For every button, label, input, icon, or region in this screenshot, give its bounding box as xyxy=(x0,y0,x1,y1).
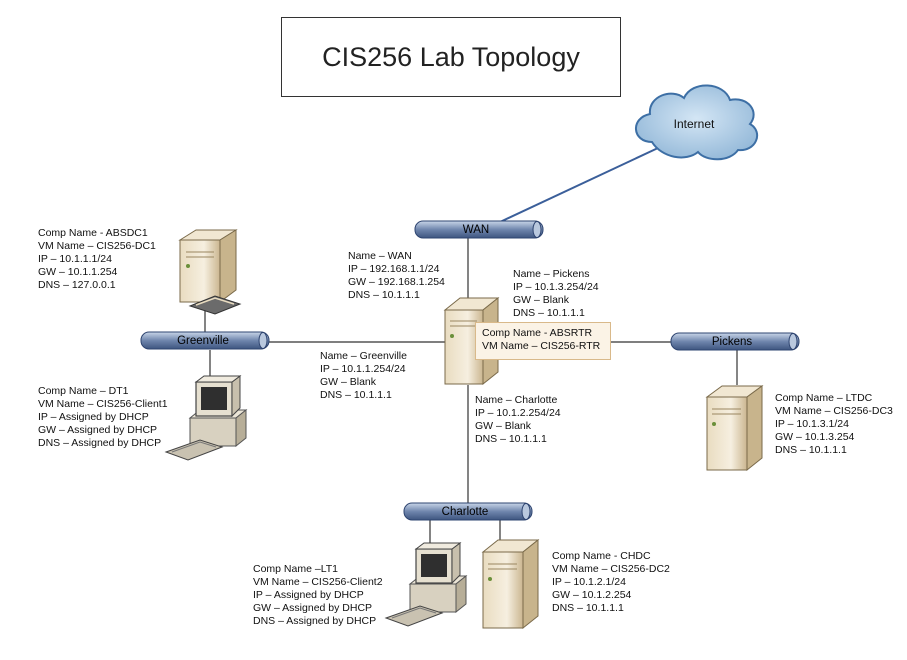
dt1-gw: GW – Assigned by DHCP xyxy=(38,424,158,436)
pickens-interface-info: Name – Pickens IP – 10.1.3.254/24 GW – B… xyxy=(513,268,599,320)
absdc1-server-icon xyxy=(178,229,242,315)
lt1-info: Comp Name –LT1 VM Name – CIS256-Client2 … xyxy=(253,563,383,628)
dt1-desktop-icon xyxy=(164,375,248,461)
ltdc-vm-name: VM Name – CIS256-DC3 xyxy=(775,405,893,417)
ltdc-info: Comp Name – LTDC VM Name – CIS256-DC3 IP… xyxy=(775,392,893,457)
connection-lines xyxy=(204,238,738,548)
charlotte-if-gw: GW – Blank xyxy=(475,420,532,432)
ltdc-server-icon xyxy=(705,385,764,472)
lt1-dns: DNS – Assigned by DHCP xyxy=(253,615,377,627)
pickens-if-name: Name – Pickens xyxy=(513,268,590,280)
dt1-vm-name: VM Name – CIS256-Client1 xyxy=(38,398,168,410)
router-label-box: Comp Name - ABSRTR VM Name – CIS256-RTR xyxy=(475,322,611,360)
lt1-gw: GW – Assigned by DHCP xyxy=(253,602,373,614)
chdc-info: Comp Name - CHDC VM Name – CIS256-DC2 IP… xyxy=(552,550,670,615)
internet-cloud-icon xyxy=(635,84,759,161)
greenville-bus-label: Greenville xyxy=(177,335,229,347)
chdc-dns: DNS – 10.1.1.1 xyxy=(552,602,624,614)
internet-label: Internet xyxy=(674,117,715,131)
wan-bus: WAN xyxy=(414,220,544,239)
charlotte-if-ip: IP – 10.1.2.254/24 xyxy=(475,407,561,419)
router-vm-name: VM Name – CIS256-RTR xyxy=(482,340,601,352)
lt1-vm-name: VM Name – CIS256-Client2 xyxy=(253,576,383,588)
ltdc-comp-name: Comp Name – LTDC xyxy=(775,392,873,404)
dt1-ip: IP – Assigned by DHCP xyxy=(38,411,149,423)
absdc1-info: Comp Name - ABSDC1 VM Name – CIS256-DC1 … xyxy=(38,227,156,292)
wan-if-name: Name – WAN xyxy=(348,250,412,262)
pickens-if-ip: IP – 10.1.3.254/24 xyxy=(513,281,599,293)
title-box: CIS256 Lab Topology xyxy=(281,17,621,97)
dt1-comp-name: Comp Name – DT1 xyxy=(38,385,129,397)
chdc-comp-name: Comp Name - CHDC xyxy=(552,550,651,562)
lt1-comp-name: Comp Name –LT1 xyxy=(253,563,339,575)
router-comp-name: Comp Name - ABSRTR xyxy=(482,327,593,339)
greenville-interface-info: Name – Greenville IP – 10.1.1.254/24 GW … xyxy=(320,350,407,402)
wan-if-dns: DNS – 10.1.1.1 xyxy=(348,289,420,301)
ltdc-dns: DNS – 10.1.1.1 xyxy=(775,444,847,456)
greenville-if-dns: DNS – 10.1.1.1 xyxy=(320,389,392,401)
absdc1-vm-name: VM Name – CIS256-DC1 xyxy=(38,240,156,252)
diagram-title: CIS256 Lab Topology xyxy=(322,41,580,72)
pickens-bus-label: Pickens xyxy=(712,336,753,348)
ltdc-ip: IP – 10.1.3.1/24 xyxy=(775,418,849,430)
ltdc-gw: GW – 10.1.3.254 xyxy=(775,431,855,443)
absdc1-ip: IP – 10.1.1.1/24 xyxy=(38,253,112,265)
charlotte-bus-label: Charlotte xyxy=(442,506,489,518)
pickens-bus: Pickens xyxy=(670,332,800,351)
chdc-ip: IP – 10.1.2.1/24 xyxy=(552,576,626,588)
chdc-vm-name: VM Name – CIS256-DC2 xyxy=(552,563,670,575)
absdc1-dns: DNS – 127.0.0.1 xyxy=(38,279,116,291)
pickens-if-dns: DNS – 10.1.1.1 xyxy=(513,307,585,319)
charlotte-interface-info: Name – Charlotte IP – 10.1.2.254/24 GW –… xyxy=(475,394,561,446)
greenville-bus: Greenville xyxy=(140,331,270,350)
wan-bus-label: WAN xyxy=(463,224,489,236)
dt1-dns: DNS – Assigned by DHCP xyxy=(38,437,162,449)
charlotte-bus: Charlotte xyxy=(403,502,533,521)
greenville-if-gw: GW – Blank xyxy=(320,376,377,388)
pickens-if-gw: GW – Blank xyxy=(513,294,570,306)
chdc-gw: GW – 10.1.2.254 xyxy=(552,589,632,601)
chdc-server-icon xyxy=(481,538,540,630)
greenville-if-ip: IP – 10.1.1.254/24 xyxy=(320,363,406,375)
lt1-ip: IP – Assigned by DHCP xyxy=(253,589,364,601)
dt1-info: Comp Name – DT1 VM Name – CIS256-Client1… xyxy=(38,385,168,450)
lt1-desktop-icon xyxy=(384,542,468,627)
absdc1-gw: GW – 10.1.1.254 xyxy=(38,266,118,278)
link-wan-internet xyxy=(499,147,659,223)
absdc1-comp-name: Comp Name - ABSDC1 xyxy=(38,227,148,239)
charlotte-if-dns: DNS – 10.1.1.1 xyxy=(475,433,547,445)
charlotte-if-name: Name – Charlotte xyxy=(475,394,558,406)
wan-interface-info: Name – WAN IP – 192.168.1.1/24 GW – 192.… xyxy=(348,250,445,302)
wan-if-gw: GW – 192.168.1.254 xyxy=(348,276,445,288)
wan-if-ip: IP – 192.168.1.1/24 xyxy=(348,263,440,275)
greenville-if-name: Name – Greenville xyxy=(320,350,407,362)
